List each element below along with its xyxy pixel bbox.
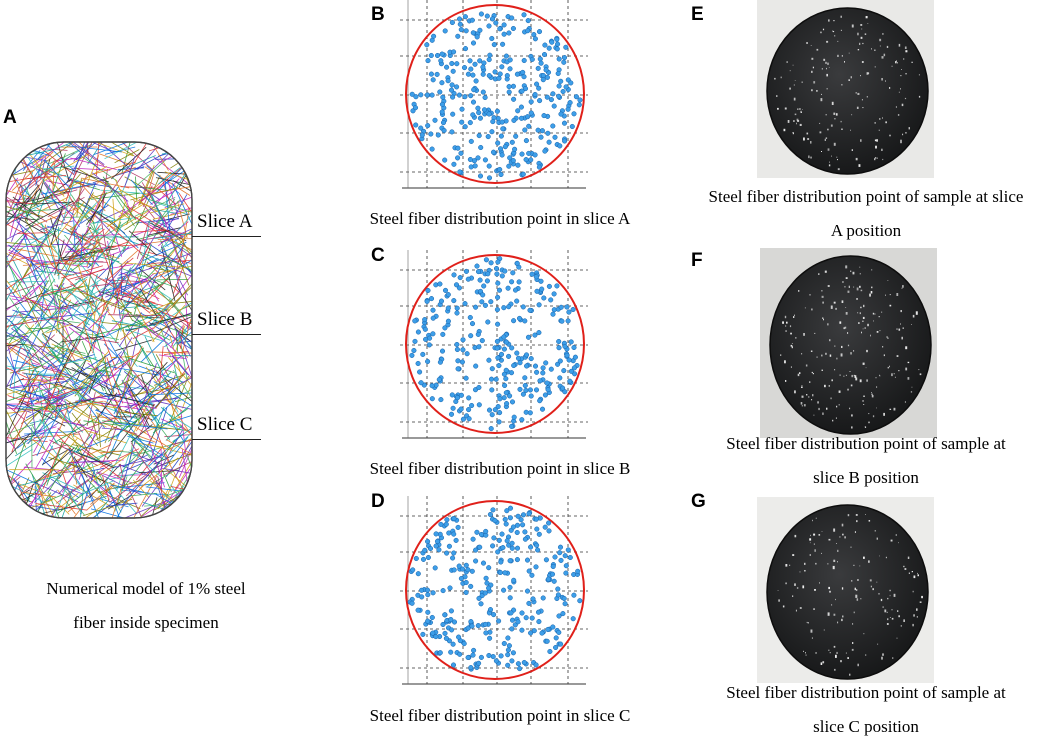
panel-f-caption: Steel fiber distribution point of sample… (676, 427, 1052, 495)
sample-photo-slice-a (757, 0, 934, 178)
panel-g-caption: Steel fiber distribution point of sample… (676, 676, 1052, 744)
panel-letter-b: B (371, 5, 385, 24)
panel-f-caption-line2: slice B position (676, 461, 1052, 495)
panel-letter-f: F (691, 251, 703, 270)
sample-photo-slice-b (760, 248, 937, 438)
sample-photo-slice-c (757, 497, 934, 683)
panel-b-caption: Steel fiber distribution point in slice … (325, 202, 675, 236)
fiber-model-figure (0, 130, 200, 525)
slice-a-label: Slice A (197, 211, 252, 233)
scatter-slice-b (400, 250, 588, 442)
slice-a-line (192, 236, 261, 237)
panel-letter-a: A (3, 108, 17, 127)
panel-c-caption: Steel fiber distribution point in slice … (325, 452, 675, 486)
slice-b-line (192, 334, 261, 335)
slice-c-label: Slice C (197, 414, 252, 436)
scatter-slice-a (400, 0, 588, 192)
panel-f-caption-line1: Steel fiber distribution point of sample… (676, 427, 1052, 461)
panel-letter-e: E (691, 5, 704, 24)
panel-e-caption-line1: Steel fiber distribution point of sample… (676, 180, 1052, 214)
panel-e-caption-line2: A position (676, 214, 1052, 248)
scatter-slice-c (400, 496, 588, 688)
slice-c-line (192, 439, 261, 440)
panel-e-caption: Steel fiber distribution point of sample… (676, 180, 1052, 248)
panel-letter-g: G (691, 492, 706, 511)
panel-letter-c: C (371, 246, 385, 265)
panel-d-caption: Steel fiber distribution point in slice … (325, 699, 675, 733)
panel-g-caption-line2: slice C position (676, 710, 1052, 744)
panel-a-caption-line2: fiber inside specimen (16, 606, 276, 640)
panel-a-caption-line1: Numerical model of 1% steel (16, 572, 276, 606)
panel-letter-d: D (371, 492, 385, 511)
panel-a-caption: Numerical model of 1% steel fiber inside… (16, 572, 276, 640)
panel-g-caption-line1: Steel fiber distribution point of sample… (676, 676, 1052, 710)
slice-b-label: Slice B (197, 309, 252, 331)
